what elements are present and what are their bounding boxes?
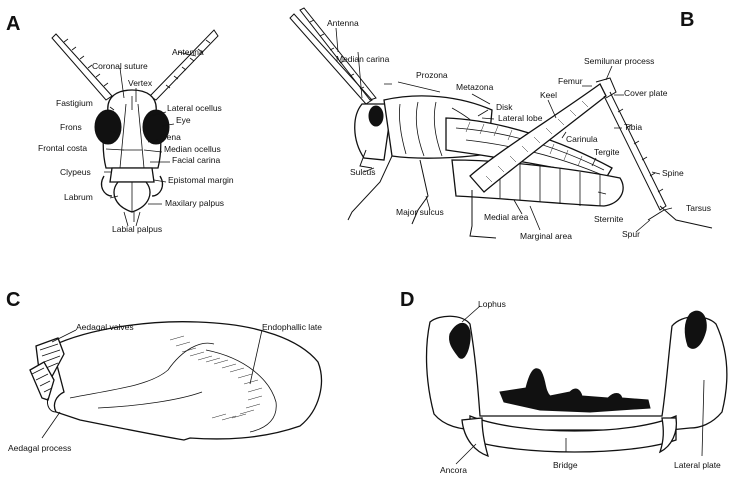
b-eye bbox=[368, 105, 384, 127]
left-eye bbox=[94, 109, 122, 145]
label-epistomal-margin: Epistomal margin bbox=[168, 175, 234, 185]
grasshopper-drawing bbox=[289, 7, 713, 239]
ancora-right bbox=[658, 417, 678, 454]
b-hind-femur bbox=[469, 83, 607, 193]
epiphallus-drawing bbox=[425, 310, 728, 458]
b-tarsus bbox=[659, 205, 713, 229]
aedagal-valve-lower bbox=[29, 361, 55, 401]
label-lophus: Lophus bbox=[478, 299, 506, 309]
aedeagus-body bbox=[51, 321, 322, 441]
panel-a: A Antenna Coronal suture Vertex bbox=[6, 13, 234, 234]
label-keel: Keel bbox=[540, 90, 557, 100]
head-drawing bbox=[51, 29, 219, 227]
left-antenna bbox=[51, 33, 113, 101]
label-spur: Spur bbox=[622, 229, 640, 239]
label-frontal-costa: Frontal costa bbox=[38, 143, 87, 153]
label-major-sulcus: Major sulcus bbox=[396, 207, 444, 217]
label-maxilary-palpus: Maxilary palpus bbox=[165, 198, 224, 208]
label-femur: Femur bbox=[558, 76, 583, 86]
lophus-right bbox=[684, 310, 707, 349]
label-lateral-plate: Lateral plate bbox=[674, 460, 721, 470]
label-lateral-lobe: Lateral lobe bbox=[498, 113, 543, 123]
label-carinula: Carinula bbox=[566, 134, 598, 144]
panel-b-letter: B bbox=[680, 9, 694, 31]
b-antenna-1 bbox=[299, 7, 377, 101]
panel-a-letter: A bbox=[6, 13, 20, 35]
label-fastigium: Fastigium bbox=[56, 98, 93, 108]
label-marginal-area: Marginal area bbox=[520, 231, 572, 241]
label-prozona: Prozona bbox=[416, 70, 448, 80]
label-bridge: Bridge bbox=[553, 460, 578, 470]
label-coronal-suture: Coronal suture bbox=[92, 61, 148, 71]
label-sulcus: Sulcus bbox=[350, 167, 376, 177]
lophus-left bbox=[449, 323, 471, 359]
label-ancora: Ancora bbox=[440, 465, 467, 475]
label-tibia: Tibia bbox=[624, 122, 642, 132]
label-facial-carina: Facial carina bbox=[172, 155, 220, 165]
endophallic-sclerite bbox=[169, 335, 263, 421]
epiphallus-bridge bbox=[469, 415, 677, 453]
ancora-left bbox=[461, 417, 489, 458]
label-tergite: Tergite bbox=[594, 147, 620, 157]
label-eye: Eye bbox=[176, 115, 191, 125]
label-lateral-ocellus: Lateral ocellus bbox=[167, 103, 222, 113]
central-sclerite bbox=[499, 368, 651, 413]
label-endophallic-late: Endophallic late bbox=[262, 322, 322, 332]
label-vertex: Vertex bbox=[128, 78, 153, 88]
label-b-antenna: Antenna bbox=[327, 18, 359, 28]
b-midleg-1 bbox=[411, 159, 429, 225]
label-median-ocellus: Median ocellus bbox=[164, 144, 221, 154]
label-a-antenna: Antenna bbox=[172, 47, 204, 57]
epiphallus-body bbox=[425, 315, 728, 431]
panel-c: C Aedagal valves Endophallic late Aedaga… bbox=[6, 289, 322, 453]
label-tarsus: Tarsus bbox=[686, 203, 711, 213]
b-antenna-2 bbox=[289, 13, 373, 105]
b-foreleg bbox=[347, 155, 393, 221]
label-medial-area: Medial area bbox=[484, 212, 529, 222]
panel-d: D Lophus Ancora Bridge Lateral plate bbox=[400, 289, 728, 475]
panel-c-letter: C bbox=[6, 289, 20, 311]
b-midleg-2 bbox=[469, 190, 497, 239]
label-disk: Disk bbox=[496, 102, 513, 112]
panel-d-letter: D bbox=[400, 289, 414, 311]
label-clypeus: Clypeus bbox=[60, 167, 91, 177]
label-gena: Gena bbox=[160, 132, 181, 142]
aedeagus-drawing bbox=[29, 321, 322, 441]
label-frons: Frons bbox=[60, 122, 82, 132]
label-median-carina: Median carina bbox=[336, 54, 390, 64]
label-semilunar-process: Semilunar process bbox=[584, 56, 654, 66]
right-eye bbox=[142, 109, 170, 145]
label-labial-palpus: Labial palpus bbox=[112, 224, 162, 234]
label-aedagal-valves: Aedagal valves bbox=[76, 322, 134, 332]
label-cover-plate: Cover plate bbox=[624, 88, 668, 98]
label-sternite: Sternite bbox=[594, 214, 624, 224]
panel-b: B bbox=[289, 7, 713, 241]
clypeus-plate bbox=[109, 167, 155, 183]
right-antenna bbox=[149, 29, 219, 101]
label-spine: Spine bbox=[662, 168, 684, 178]
label-labrum: Labrum bbox=[64, 192, 93, 202]
label-aedagal-process: Aedagal process bbox=[8, 443, 71, 453]
label-metazona: Metazona bbox=[456, 82, 494, 92]
